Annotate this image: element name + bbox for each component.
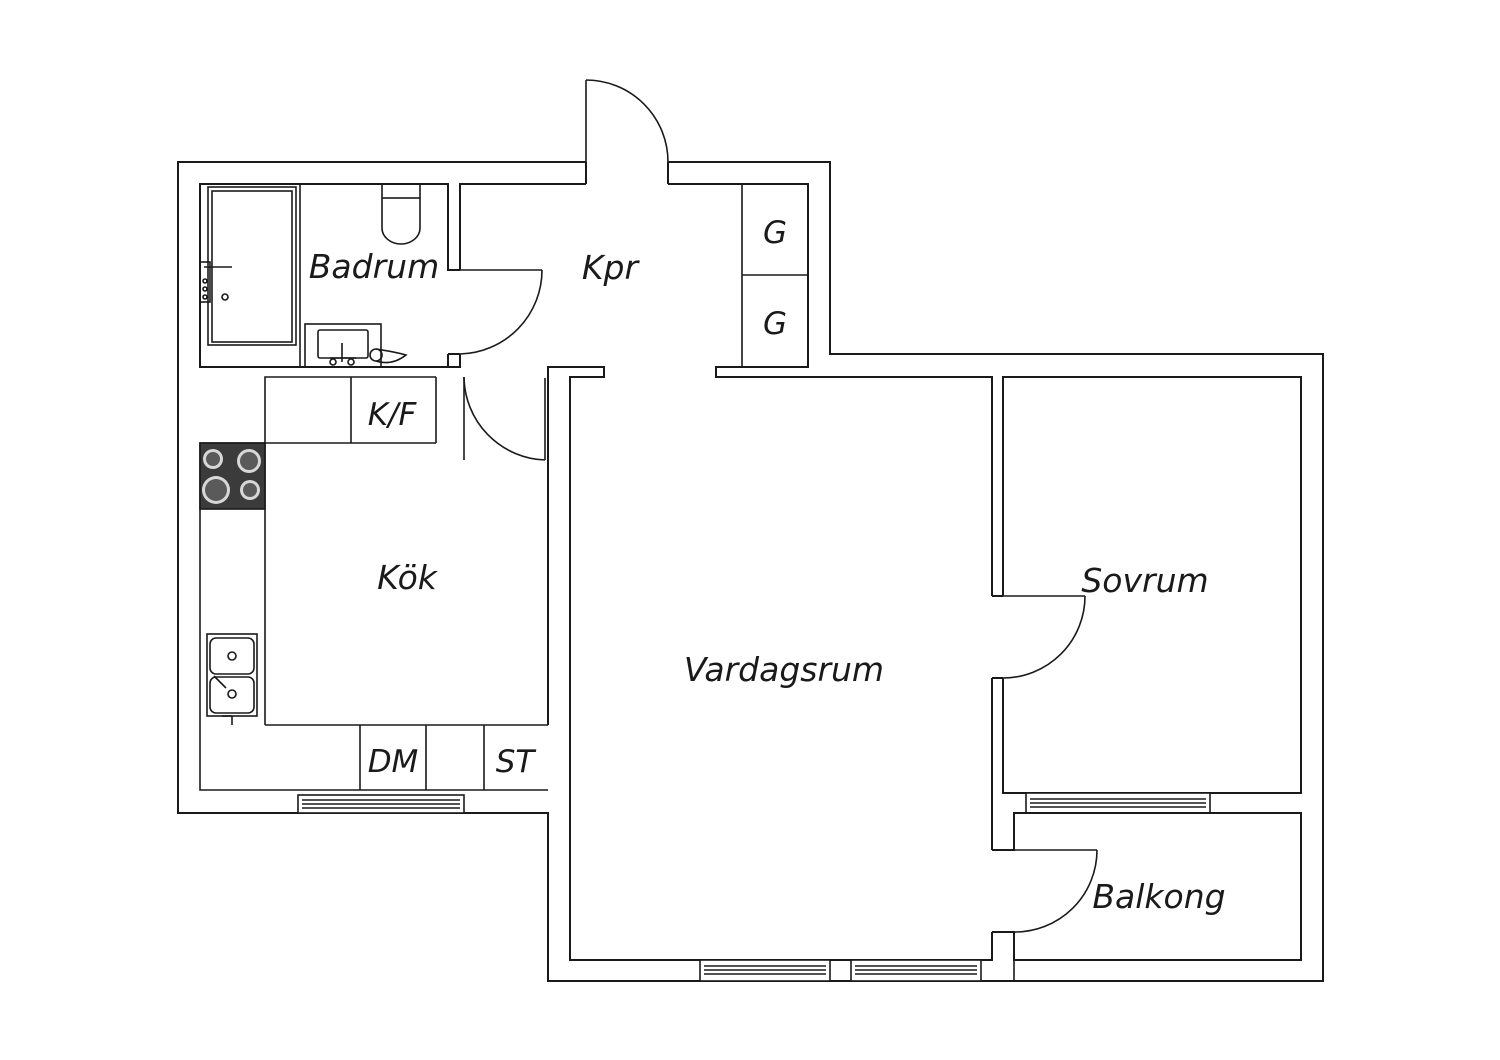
room-label-kpr: Kpr [582,248,641,287]
living-room-windows [699,959,982,982]
sink-icon [304,323,408,368]
bathroom-door [459,269,543,355]
bedroom-walls [992,376,1302,794]
kitchen-sink-icon [206,633,258,725]
wardrobe-label-1: G [763,215,787,251]
stove-icon [199,442,266,510]
room-label-sovrum: Sovrum [1081,561,1208,600]
bathtub-icon [199,186,297,346]
fridge-freezer-label: K/F [368,397,418,433]
balcony-door [1013,849,1098,933]
wardrobe-label-2: G [763,306,787,342]
entrance-door [585,79,669,163]
kitchen-counters [199,376,548,791]
room-label-vardagsrum: Vardagsrum [684,650,884,689]
bedroom-door [1002,595,1086,679]
wardrobes [741,183,809,368]
toilet-icon [381,183,421,245]
balcony-walls [992,812,1302,981]
bedroom-window [1025,792,1211,814]
room-label-badrum: Badrum [309,247,439,286]
kitchen-window [297,794,465,814]
dishwasher-label: DM [368,744,419,780]
kitchen-door [463,376,546,461]
room-label-balkong: Balkong [1092,877,1225,916]
room-label-kok: Kök [377,558,439,597]
cleaning-cabinet-label: ST [496,744,537,780]
bathroom [199,183,461,368]
